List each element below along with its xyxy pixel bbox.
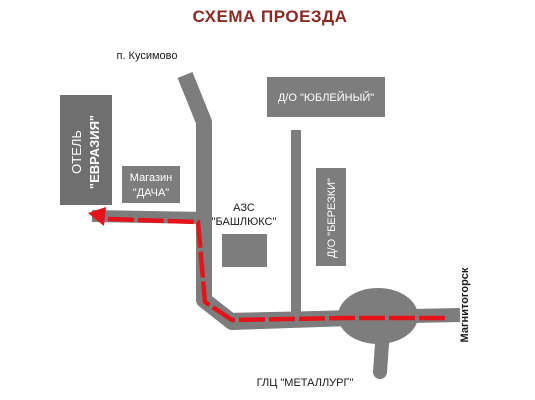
label-hotel-line1: ОТЕЛЬ [69, 130, 84, 174]
label-azs-line2: "БАШЛЮКС" [212, 216, 277, 228]
label-hotel-line2: "ЕВРАЗИЯ" [87, 115, 102, 189]
label-berezki: Д/О "БЕРЕЗКИ" [326, 178, 338, 258]
map-title: СХЕМА ПРОЕЗДА [193, 7, 348, 26]
road-hotel-branch [91, 210, 206, 224]
label-jubilee: Д/О "ЮБЛЕЙНЫЙ" [278, 91, 374, 104]
route-line [107, 216, 445, 323]
building-hotel [60, 95, 112, 205]
route [88, 207, 445, 323]
label-kusimovo: п. Кусимово [116, 50, 177, 62]
route-arrow-icon [88, 207, 106, 226]
label-shop-line1: Магазин [130, 172, 172, 184]
label-glc: ГЛЦ "МЕТАЛЛУРГ" [257, 377, 354, 389]
building-shop [122, 166, 180, 203]
buildings: Д/О "ЮБЛЕЙНЫЙ" Д/О "БЕРЕЗКИ" Магазин "ДА… [60, 77, 385, 267]
label-azs-line1: АЗС [233, 202, 255, 214]
label-magnitogorsk: Магнитогорск [459, 267, 471, 342]
building-azs [222, 234, 267, 267]
building-berezki [316, 168, 346, 266]
building-jubilee [267, 77, 385, 117]
label-shop-line2: "ДАЧА" [133, 187, 170, 199]
